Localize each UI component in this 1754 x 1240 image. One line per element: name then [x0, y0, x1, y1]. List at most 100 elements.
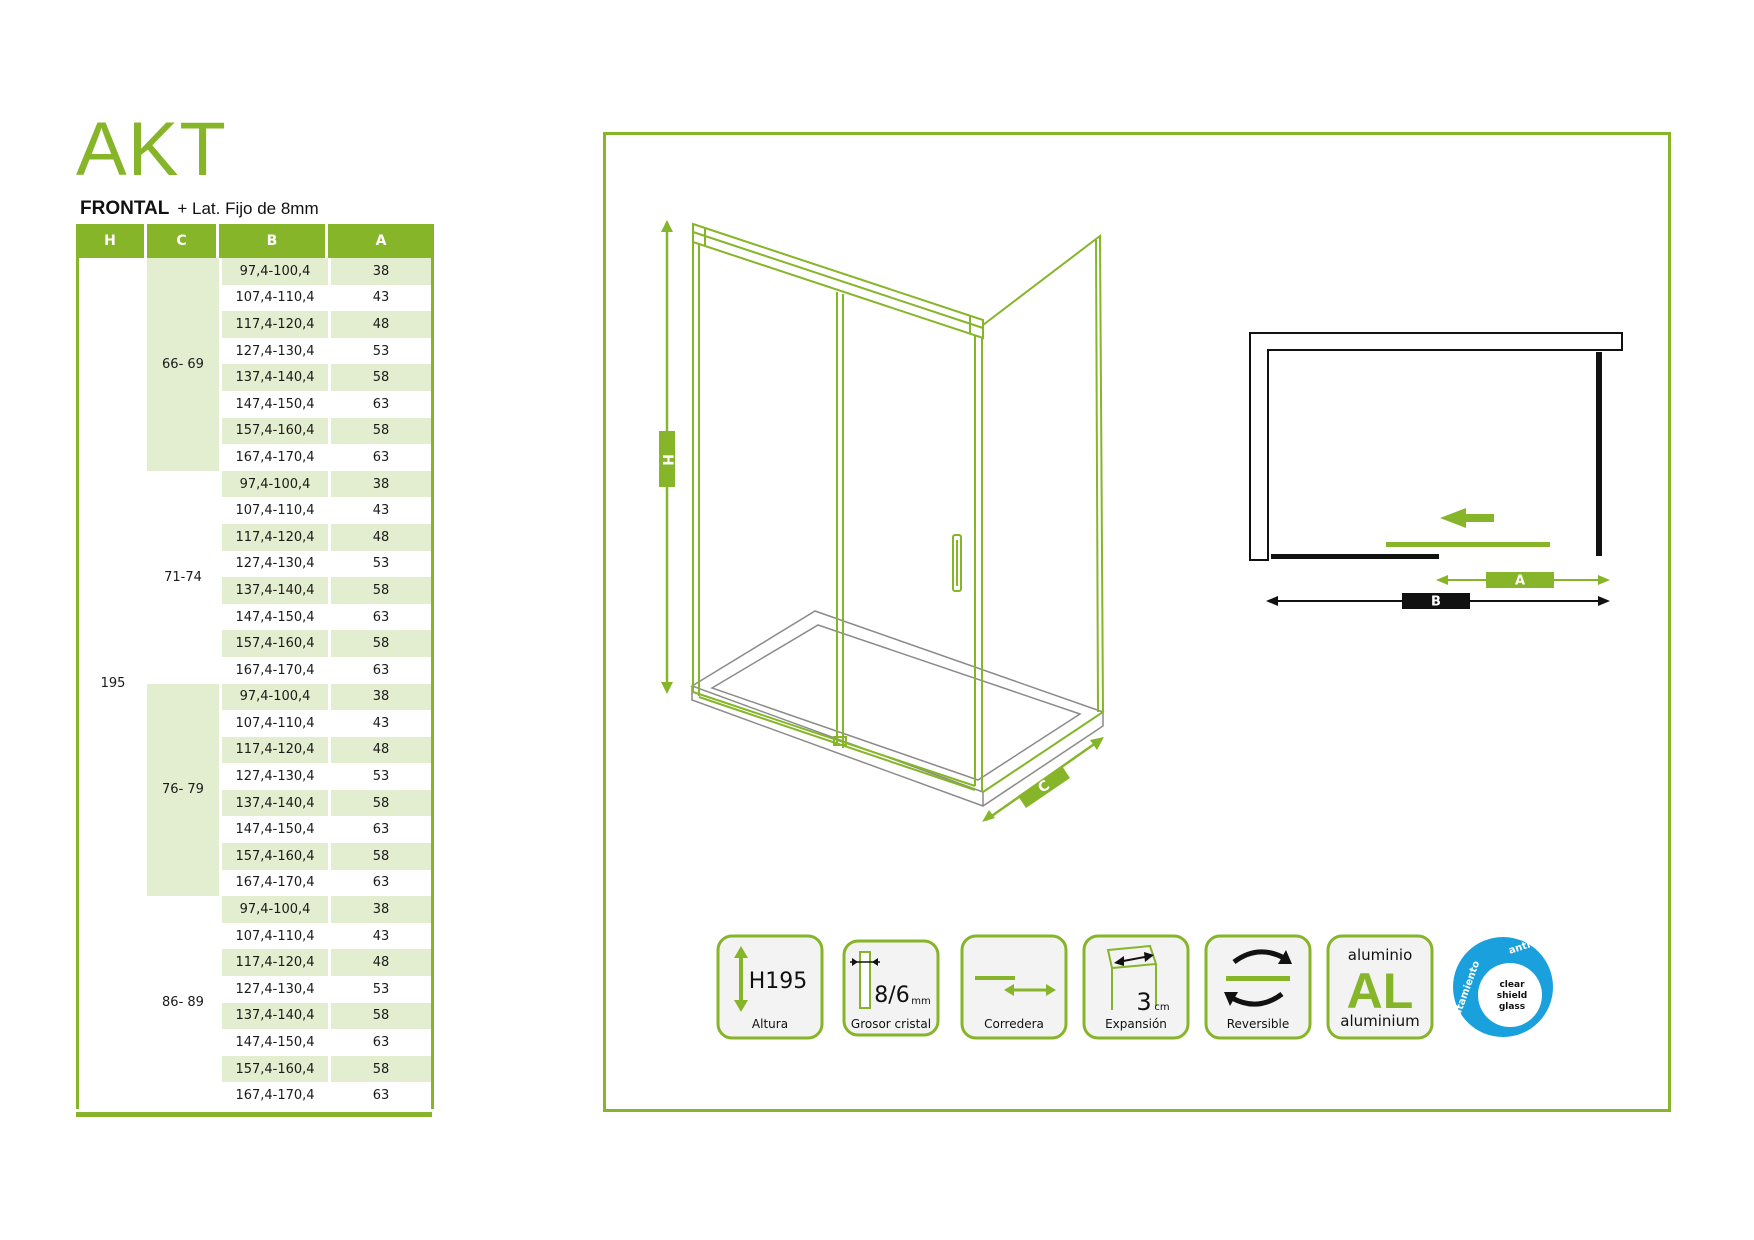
glass-value: 8/6 — [874, 983, 909, 1008]
reversible-label: Reversible — [1227, 1017, 1290, 1031]
b-range-cell: 157,4-160,4 — [219, 843, 328, 870]
b-range-cell: 127,4-130,4 — [219, 337, 328, 365]
b-range-cell: 167,4-170,4 — [219, 656, 328, 684]
sliding-label: Corredera — [984, 1017, 1044, 1031]
aluminium-mark: AL — [1347, 963, 1414, 1019]
glass-label: Grosor cristal — [851, 1017, 931, 1031]
a-value-cell: 63 — [328, 816, 434, 844]
b-range-cell: 167,4-170,4 — [219, 1082, 328, 1109]
a-value-cell: 38 — [328, 896, 434, 923]
dimension-b-label: B — [1431, 595, 1441, 610]
feature-height-badge: H195 Altura — [716, 934, 824, 1040]
b-range-cell: 167,4-170,4 — [219, 444, 328, 471]
a-value-cell: 58 — [328, 417, 434, 445]
b-range-cell: 137,4-140,4 — [219, 1002, 328, 1030]
side-panel — [982, 233, 1105, 793]
b-range-cell: 117,4-120,4 — [219, 311, 328, 338]
a-value-cell: 58 — [328, 577, 434, 604]
a-value-cell: 48 — [328, 523, 434, 551]
b-range-cell: 97,4-100,4 — [219, 683, 328, 711]
a-value-cell: 58 — [328, 364, 434, 391]
a-value-cell: 58 — [328, 789, 434, 817]
b-range-cell: 117,4-120,4 — [219, 949, 328, 977]
a-value-cell: 58 — [328, 1055, 434, 1083]
sliding-door-line — [1386, 542, 1550, 547]
expansion-value: 3 — [1136, 988, 1151, 1016]
a-value-cell: 43 — [328, 710, 434, 737]
a-value-cell: 43 — [328, 284, 434, 312]
height-cell: 195 — [76, 258, 147, 1109]
feature-aluminium-badge: aluminio AL aluminium — [1326, 934, 1434, 1040]
anticalc-center-2: shield — [1497, 991, 1527, 1001]
feature-expansion-badge: 3 cm Expansión — [1082, 934, 1190, 1040]
aluminium-top-text: aluminio — [1348, 946, 1413, 964]
reversible-icon — [1224, 949, 1292, 1007]
shower-tray — [690, 610, 1105, 807]
product-title: AKT — [76, 107, 227, 192]
aluminium-bottom-text: aluminium — [1340, 1012, 1419, 1030]
a-value-cell: 53 — [328, 763, 434, 790]
a-value-cell: 63 — [328, 444, 434, 471]
b-range-cell: 147,4-150,4 — [219, 816, 328, 844]
product-subtitle: FRONTAL + Lat. Fijo de 8mm — [80, 198, 319, 220]
b-range-cell: 147,4-150,4 — [219, 1029, 328, 1056]
b-range-cell: 127,4-130,4 — [219, 550, 328, 578]
b-range-cell: 127,4-130,4 — [219, 763, 328, 790]
a-value-cell: 38 — [328, 258, 434, 285]
expansion-unit: cm — [1154, 1002, 1169, 1013]
a-value-cell: 43 — [328, 497, 434, 524]
variant-name: FRONTAL — [80, 198, 170, 219]
anticalc-badge: antical tratamiento clear shield glass — [1449, 934, 1553, 1037]
a-value-cell: 48 — [328, 949, 434, 977]
a-value-cell: 63 — [328, 1029, 434, 1056]
a-value-cell: 58 — [328, 630, 434, 657]
b-range-cell: 117,4-120,4 — [219, 523, 328, 551]
b-range-cell: 127,4-130,4 — [219, 976, 328, 1003]
a-value-cell: 53 — [328, 976, 434, 1003]
dimension-c-arrow — [982, 737, 1104, 822]
variant-detail: + Lat. Fijo de 8mm — [177, 199, 319, 218]
a-value-cell: 63 — [328, 390, 434, 418]
diagram-frame — [603, 132, 1671, 1112]
dimension-a-label: A — [1515, 574, 1525, 589]
b-range-cell: 97,4-100,4 — [219, 470, 328, 498]
fixed-panel-line — [1596, 352, 1602, 556]
b-range-cell: 107,4-110,4 — [219, 284, 328, 312]
b-range-cell: 117,4-120,4 — [219, 736, 328, 764]
b-range-cell: 157,4-160,4 — [219, 417, 328, 445]
height-value: H195 — [749, 969, 808, 994]
height-arrow-icon — [734, 946, 748, 1012]
a-value-cell: 58 — [328, 1002, 434, 1030]
dimension-h-arrow — [659, 220, 675, 694]
b-range-cell: 167,4-170,4 — [219, 869, 328, 897]
feature-sliding-badge: Corredera — [960, 934, 1068, 1040]
front-panels — [692, 222, 984, 792]
sliding-icon — [975, 976, 1056, 996]
fixed-front-line — [1271, 554, 1439, 559]
header-b: B — [219, 224, 328, 258]
b-range-cell: 147,4-150,4 — [219, 603, 328, 631]
a-value-cell: 38 — [328, 470, 434, 498]
